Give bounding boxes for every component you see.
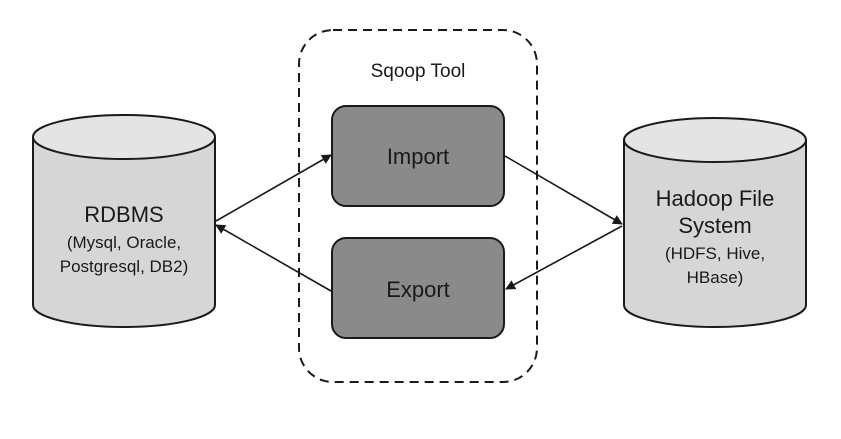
hadoop-cylinder[interactable] — [623, 117, 807, 328]
rdbms-sub-line-1: (Mysql, Oracle, — [67, 233, 181, 252]
hadoop-sub-line-2: HBase) — [687, 268, 744, 287]
export-label: Export — [386, 277, 450, 302]
import-label: Import — [387, 144, 449, 169]
sqoop-tool-title: Sqoop Tool — [371, 61, 466, 82]
rdbms-sub-line-2: Postgresql, DB2) — [60, 257, 189, 276]
hadoop-cylinder-top — [623, 117, 807, 163]
hadoop-cylinder-body — [623, 140, 807, 328]
rdbms-cylinder-top — [32, 114, 216, 160]
hadoop-title-line-1: Hadoop File — [656, 186, 775, 211]
rdbms-title: RDBMS — [84, 202, 163, 227]
hadoop-sub-line-1: (HDFS, Hive, — [665, 244, 765, 263]
import-box[interactable] — [331, 105, 505, 207]
arrow-import-to-hadoop — [504, 155, 623, 225]
rdbms-cylinder[interactable] — [32, 114, 216, 328]
sqoop-tool-container — [298, 29, 538, 383]
arrow-hadoop-to-export — [505, 225, 623, 290]
hadoop-title-line-2: System — [678, 213, 751, 238]
rdbms-cylinder-body — [32, 137, 216, 328]
export-box[interactable] — [331, 237, 505, 339]
arrow-rdbms-to-import — [215, 154, 332, 222]
arrow-export-to-rdbms — [215, 224, 332, 292]
